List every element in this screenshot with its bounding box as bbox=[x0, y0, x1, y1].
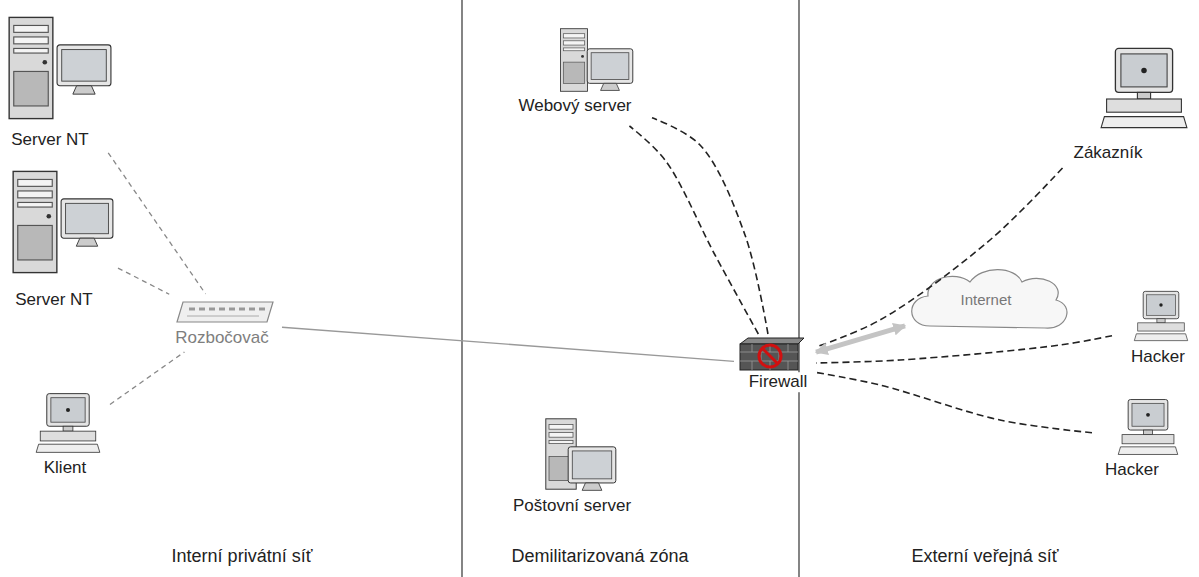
zone-label: Interní privátní síť bbox=[169, 546, 316, 567]
network-link bbox=[629, 126, 758, 334]
node-label: Server NT bbox=[8, 130, 91, 150]
cloud-node: Internet bbox=[905, 266, 1072, 336]
firewall-wall bbox=[740, 344, 798, 370]
network-link bbox=[816, 168, 1063, 347]
firewall-bricks bbox=[740, 344, 798, 370]
internet-cloud bbox=[912, 270, 1067, 328]
client-node: Klient bbox=[26, 386, 110, 482]
node-label: Server NT bbox=[12, 290, 95, 310]
server-tower bbox=[13, 171, 57, 272]
network-link bbox=[816, 326, 905, 352]
server-monitor bbox=[568, 447, 616, 491]
block-sign-slash bbox=[762, 348, 778, 364]
network-link bbox=[816, 372, 1092, 432]
firewall-icon bbox=[740, 338, 804, 370]
server-monitor bbox=[61, 199, 113, 246]
node-label: Hacker bbox=[1102, 460, 1162, 480]
server-node: Poštovní server bbox=[498, 412, 652, 522]
server-node: Server NT bbox=[2, 10, 116, 153]
network-link bbox=[118, 268, 169, 294]
firewall-node: Firewall bbox=[734, 334, 816, 395]
computer-node: Zákazník bbox=[1060, 40, 1194, 168]
server-node: Server NT bbox=[4, 164, 118, 314]
network-zone: Interní privátní síť Server NT Server NT Ro… bbox=[0, 0, 462, 577]
server-node: Webový server bbox=[498, 22, 652, 126]
node-label: Zákazník bbox=[1071, 143, 1146, 163]
node-label: Poštovní server bbox=[510, 496, 634, 516]
server-monitor bbox=[57, 45, 111, 94]
node-label: Rozbočovač bbox=[172, 328, 272, 348]
network-zone: Demilitarizovaná zóna Webový serverPoštov… bbox=[462, 0, 799, 577]
server-monitor bbox=[587, 49, 633, 91]
server-tower bbox=[560, 29, 587, 92]
block-sign bbox=[759, 345, 781, 367]
firewall-top bbox=[740, 338, 804, 344]
network-link bbox=[652, 118, 768, 334]
server-tower bbox=[9, 17, 53, 118]
node-label: Firewall bbox=[746, 372, 811, 392]
zone-label: Demilitarizovaná zóna bbox=[508, 546, 691, 567]
customer-computer bbox=[1101, 48, 1187, 127]
node-label: Internet bbox=[958, 291, 1015, 308]
network-link bbox=[110, 352, 184, 404]
node-label: Hacker bbox=[1128, 347, 1188, 367]
network-link bbox=[108, 153, 205, 294]
hacker-computer bbox=[1134, 291, 1187, 340]
zone-divider bbox=[461, 0, 462, 577]
hub-node: Rozbočovač bbox=[169, 294, 282, 352]
computer-node: Hacker bbox=[1112, 284, 1198, 372]
zone-divider bbox=[798, 0, 799, 577]
network-link bbox=[282, 327, 734, 361]
client-computer bbox=[36, 394, 100, 453]
node-label: Webový server bbox=[515, 96, 634, 116]
computer-node: Hacker bbox=[1092, 392, 1196, 488]
hub-icon bbox=[177, 302, 273, 322]
network-zone: Externí veřejná síť ZákazníkInternetHacke… bbox=[799, 0, 1199, 577]
hacker-computer bbox=[1118, 400, 1178, 455]
zone-label: Externí veřejná síť bbox=[909, 546, 1062, 567]
node-label: Klient bbox=[41, 458, 90, 478]
